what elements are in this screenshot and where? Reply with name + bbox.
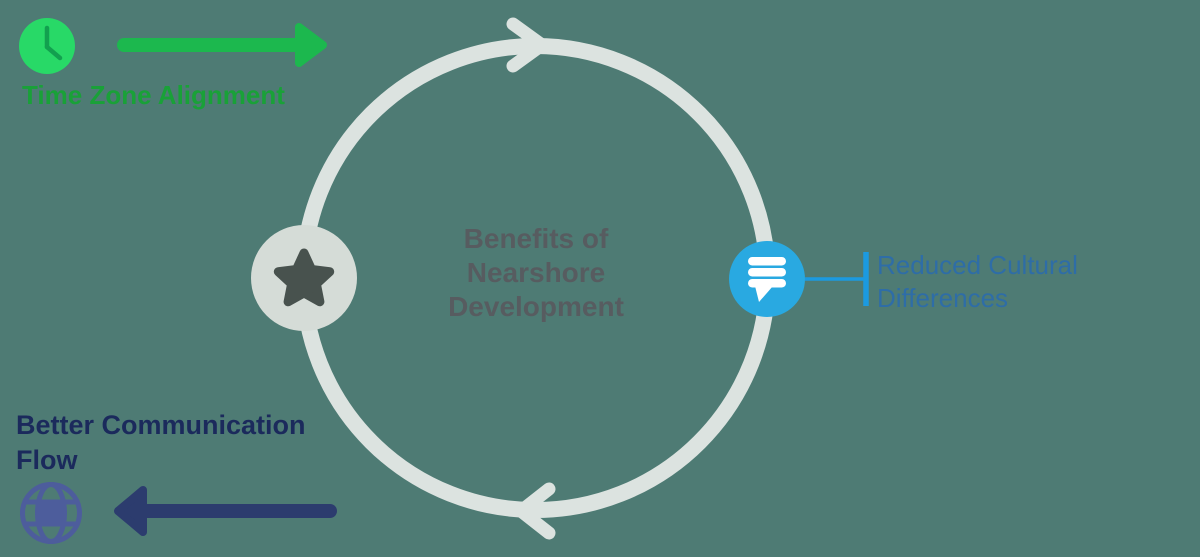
better-communication-label: Better Communication Flow: [16, 410, 306, 475]
reduced-cultural-label: Reduced Cultural Differences: [877, 250, 1078, 313]
star-node: [251, 225, 357, 331]
clock-icon: [19, 18, 75, 74]
ring-arrowhead-top-icon: [506, 17, 549, 73]
time-zone-node: [19, 18, 327, 74]
globe-icon: [20, 482, 82, 544]
arrow-left-icon: [114, 486, 337, 536]
arrow-right-icon: [117, 23, 327, 67]
communication-node: [20, 482, 337, 544]
reduced-cultural-node: [729, 241, 869, 317]
chat-bubble-icon: [748, 257, 786, 302]
time-zone-label: Time Zone Alignment: [22, 80, 285, 110]
ring-arrowhead-bottom-icon: [514, 482, 556, 540]
star-icon: [273, 248, 335, 307]
diagram-title: Benefits of Nearshore Development: [448, 223, 624, 322]
